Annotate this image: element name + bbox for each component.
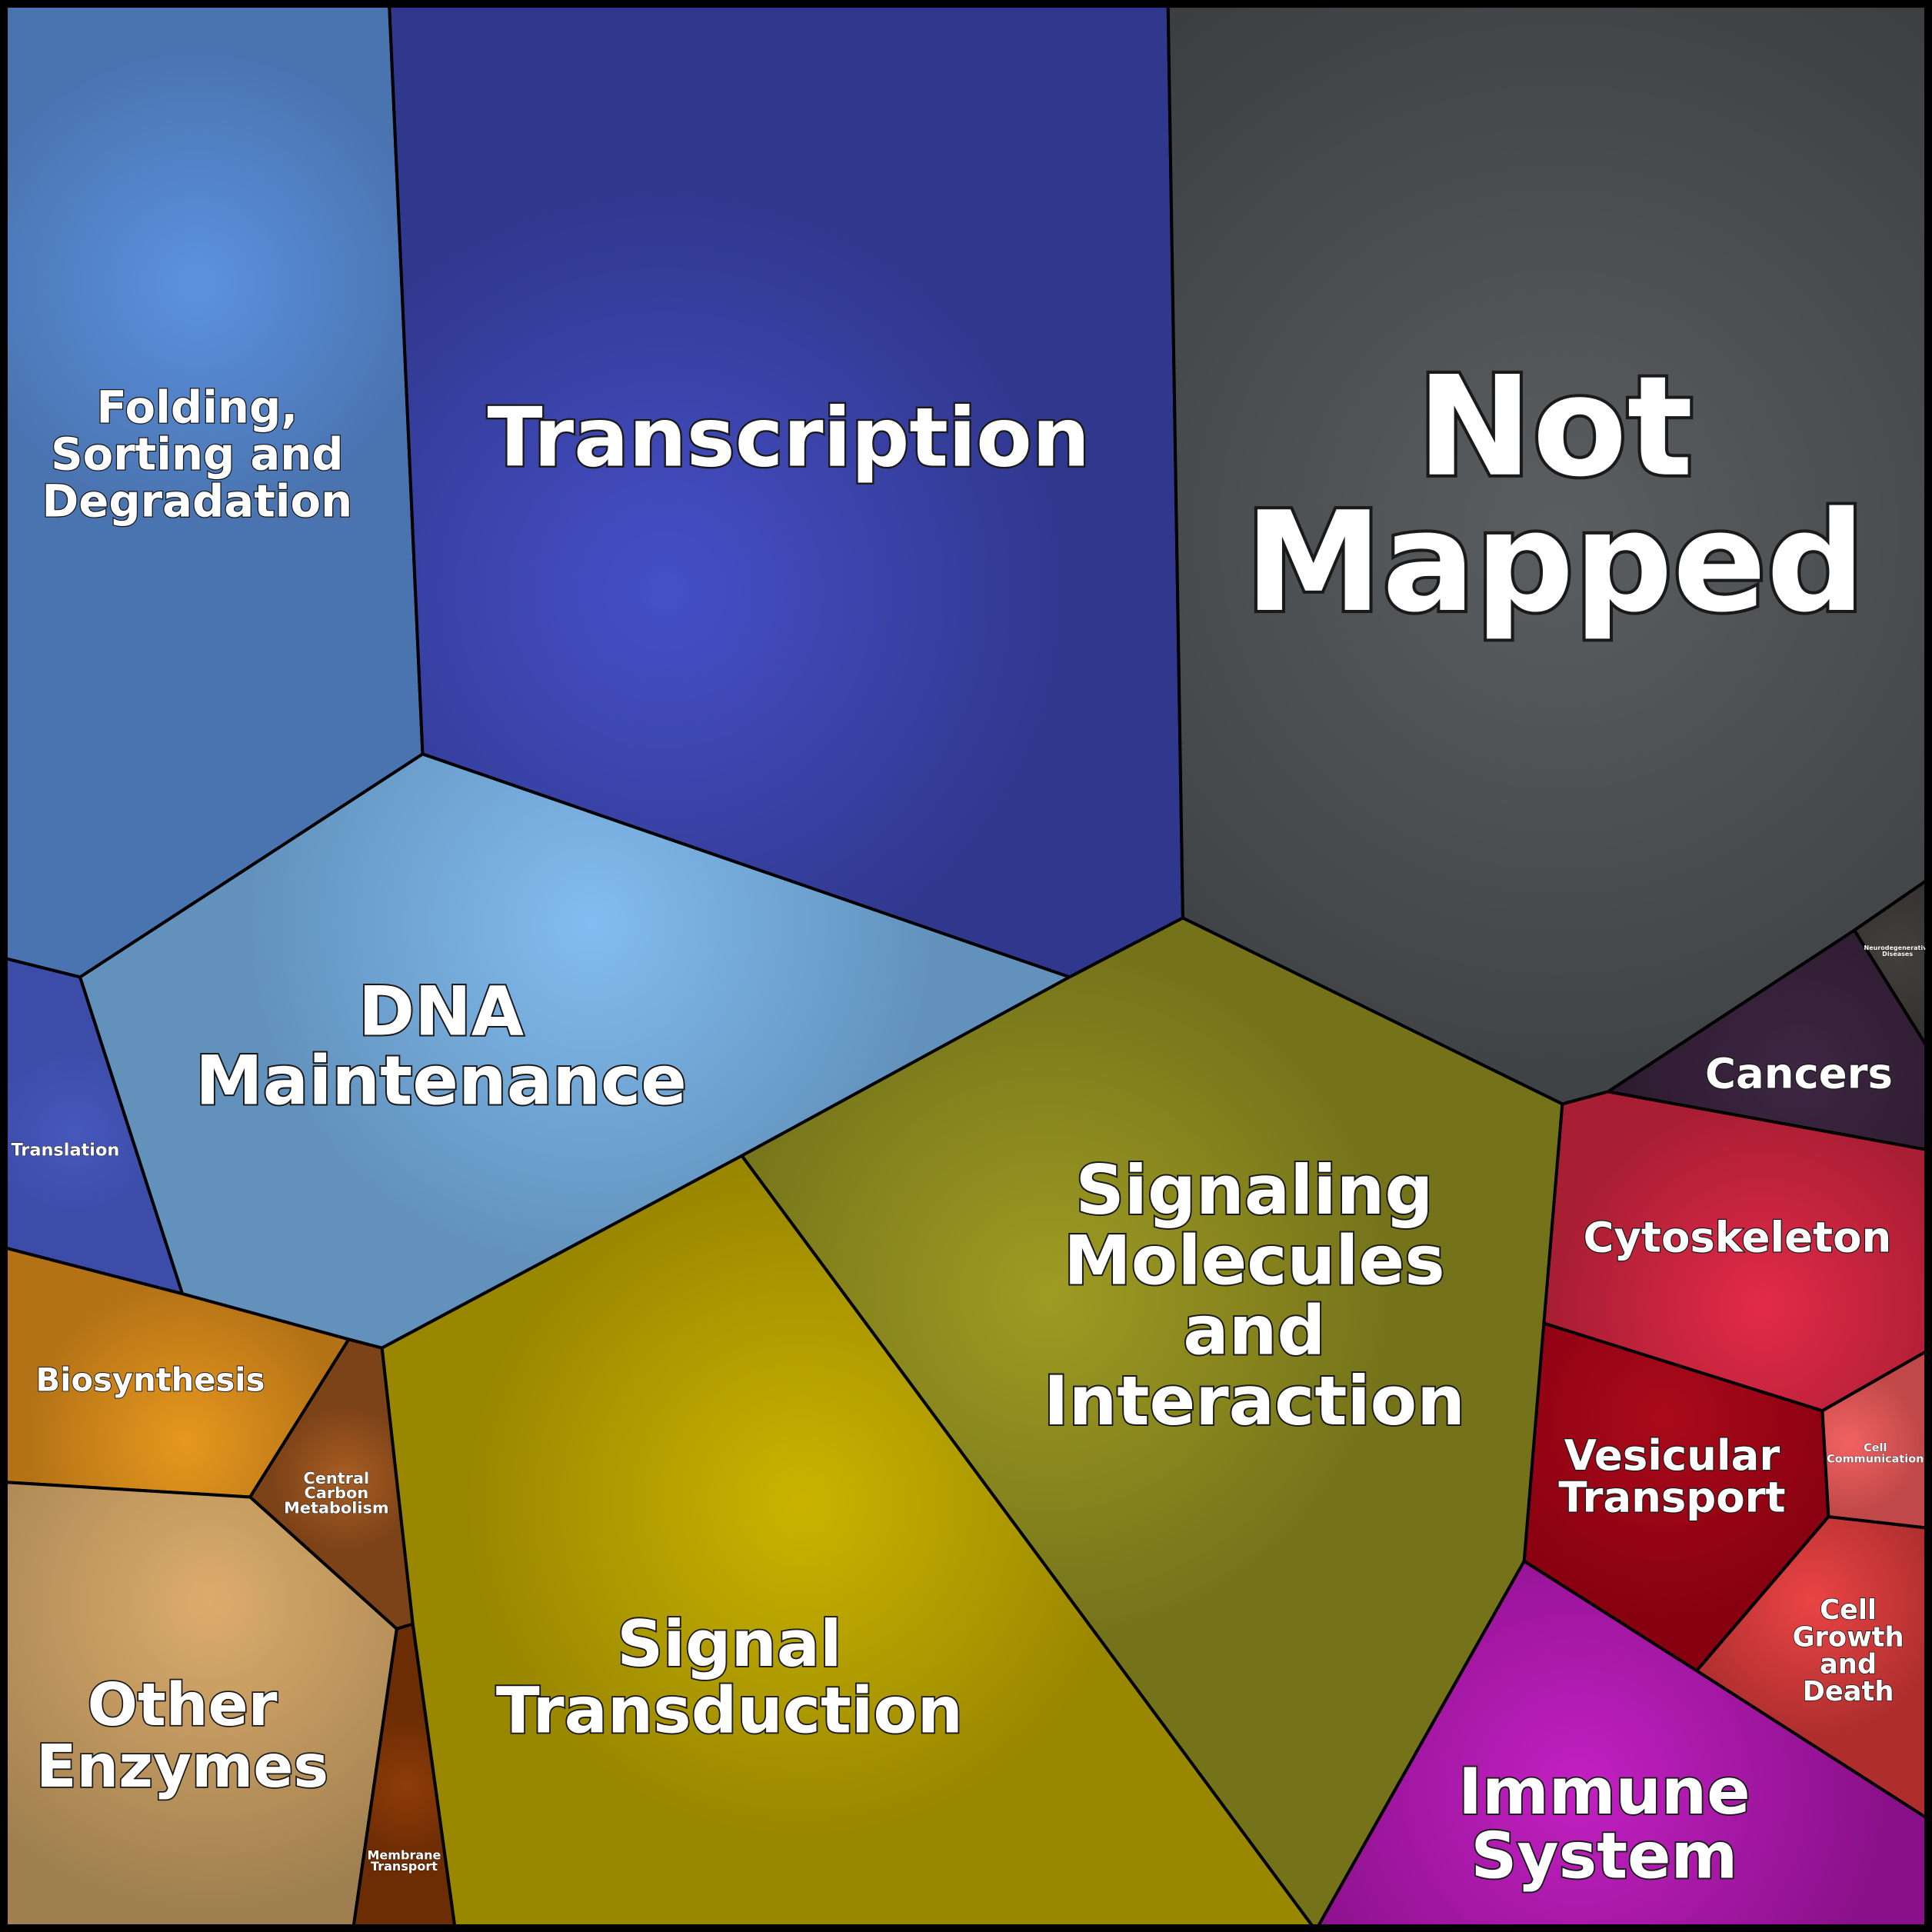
label-signal-transduction: Transduction (496, 1673, 963, 1747)
label-biosynthesis: Biosynthesis (36, 1361, 265, 1399)
label-transcription: Transcription (488, 391, 1091, 485)
label-cytoskeleton: Cytoskeleton (1583, 1213, 1891, 1262)
label-dna-maintenance: Maintenance (195, 1041, 687, 1120)
label-central-carbon: Metabolism (284, 1498, 388, 1517)
label-signaling-molecules: Signaling (1075, 1151, 1433, 1230)
label-central-carbon: Carbon (305, 1484, 369, 1502)
label-immune-system: System (1471, 1819, 1737, 1894)
label-signaling-molecules: and (1183, 1291, 1325, 1371)
label-cell-communication: Cell (1864, 1442, 1887, 1454)
label-other-enzymes: Enzymes (36, 1733, 328, 1801)
label-folding: Degradation (42, 475, 352, 527)
label-vesicular-transport: Transport (1558, 1473, 1785, 1522)
label-neurodegenerative: Diseases (1882, 951, 1913, 958)
label-translation: Translation (11, 1141, 119, 1161)
label-folding: Sorting and (51, 428, 344, 480)
label-not-mapped: Not (1417, 347, 1693, 508)
label-dna-maintenance: DNA (358, 972, 524, 1051)
label-cancers: Cancers (1705, 1049, 1893, 1098)
label-folding: Folding, (96, 381, 298, 434)
label-other-enzymes: Other (88, 1671, 278, 1740)
label-cell-communication: Communication (1827, 1454, 1924, 1466)
label-cell-growth: Cell (1820, 1594, 1877, 1626)
label-cell-growth: and (1820, 1649, 1877, 1681)
label-vesicular-transport: Vesicular (1564, 1431, 1780, 1480)
label-cell-growth: Death (1803, 1676, 1894, 1707)
label-signaling-molecules: Molecules (1064, 1221, 1445, 1300)
label-immune-system: Immune (1458, 1754, 1750, 1829)
label-cell-growth: Growth (1793, 1621, 1904, 1653)
label-membrane-transport: Membrane (368, 1847, 441, 1862)
label-membrane-transport: Transport (371, 1859, 438, 1874)
label-not-mapped: Mapped (1245, 482, 1866, 643)
label-signaling-molecules: Interaction (1044, 1361, 1465, 1441)
label-central-carbon: Central (304, 1469, 370, 1487)
label-signal-transduction: Signal (617, 1607, 841, 1681)
label-neurodegenerative: Neurodegenerative (1864, 944, 1932, 951)
